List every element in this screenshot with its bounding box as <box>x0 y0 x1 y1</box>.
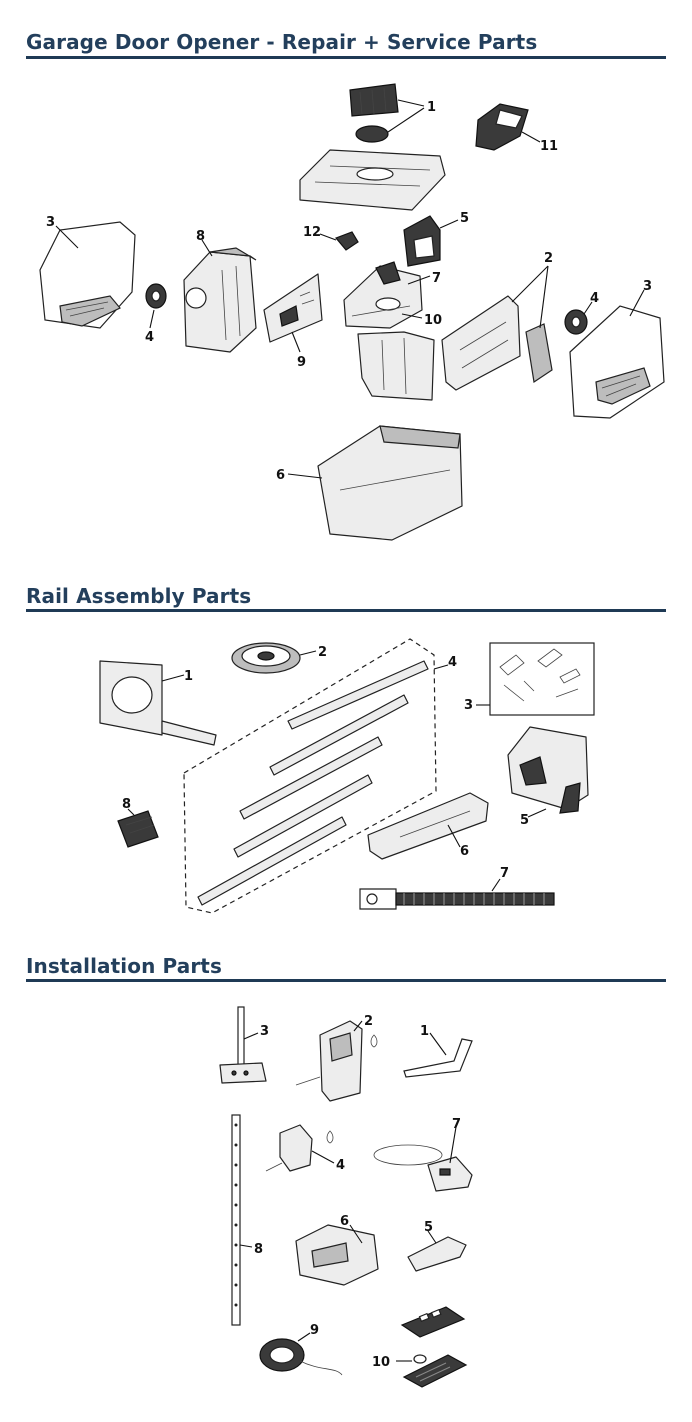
part-6-bottom-cover <box>317 425 463 541</box>
part-3-header-bracket-rod <box>219 1006 267 1084</box>
part-motor-cover <box>357 331 435 401</box>
part-2-side-panels <box>441 295 553 391</box>
part-5-bracket <box>403 215 441 267</box>
part-4-right-socket <box>564 309 588 335</box>
part-3-hardware <box>499 648 581 702</box>
callout-9: 9 <box>297 355 306 370</box>
callout-11: 11 <box>540 139 558 154</box>
part-7-drive-assembly <box>343 261 423 329</box>
part-1-header-bracket <box>99 660 217 746</box>
callout-6: 6 <box>460 844 469 859</box>
part-8-sprocket <box>117 810 159 848</box>
callout-6: 6 <box>276 468 285 483</box>
callout-10: 10 <box>372 1355 390 1370</box>
part-11-trolley <box>475 103 529 151</box>
callout-7: 7 <box>452 1117 461 1132</box>
callout-4: 4 <box>448 655 457 670</box>
callout-4: 4 <box>336 1158 345 1173</box>
section-divider <box>26 56 666 59</box>
callout-7: 7 <box>500 866 509 881</box>
part-2-pulley <box>231 642 301 674</box>
part-5-trolley <box>507 726 589 814</box>
part-7-belt <box>359 888 555 910</box>
section-title-installation-parts: Installation Parts <box>26 954 222 978</box>
callout-3-right: 3 <box>643 279 652 294</box>
callout-2: 2 <box>364 1014 373 1029</box>
callout-1: 1 <box>420 1024 429 1039</box>
callout-3: 3 <box>260 1024 269 1039</box>
callout-5: 5 <box>520 813 529 828</box>
part-8-motor <box>183 247 257 353</box>
callout-2: 2 <box>544 251 553 266</box>
part-chassis-plate <box>299 149 446 211</box>
section-divider <box>26 979 666 982</box>
part-6-bracket <box>295 1224 379 1286</box>
rail-assembly-diagram: 2 1 4 3 8 5 <box>0 625 692 925</box>
callout-5: 5 <box>424 1220 433 1235</box>
callout-8: 8 <box>122 797 131 812</box>
part-4-left-socket <box>145 283 167 309</box>
section-title-repair-parts: Garage Door Opener - Repair + Service Pa… <box>26 30 538 54</box>
callout-4-left: 4 <box>145 330 154 345</box>
callout-1: 1 <box>184 669 193 684</box>
section-title-rail-assembly: Rail Assembly Parts <box>26 584 252 608</box>
callout-10: 10 <box>424 313 442 328</box>
callout-8: 8 <box>196 229 205 244</box>
part-7-wall-control <box>373 1144 473 1192</box>
part-3-left-cover <box>39 221 136 329</box>
callout-6: 6 <box>340 1214 349 1229</box>
callout-9: 9 <box>310 1323 319 1338</box>
callout-5: 5 <box>460 211 469 226</box>
part-3-hardware-box <box>489 642 595 716</box>
rail-sections-outline <box>183 638 437 914</box>
part-2-door-bracket <box>295 1020 378 1102</box>
repair-parts-diagram: 1 11 3 8 4 12 5 <box>0 70 692 560</box>
part-9-logic-board <box>263 273 323 343</box>
callout-12: 12 <box>303 225 321 240</box>
part-5-safety-sensor <box>407 1236 467 1272</box>
callout-3-left: 3 <box>46 215 55 230</box>
part-6-inner-trolley <box>367 792 489 860</box>
callout-1: 1 <box>427 100 436 115</box>
callout-8: 8 <box>254 1242 263 1257</box>
part-9-wire-coil <box>259 1338 343 1376</box>
part-8-strap <box>231 1114 241 1326</box>
callout-4-right: 4 <box>590 291 599 306</box>
part-4-wall-bracket <box>265 1124 334 1172</box>
part-1-gear <box>349 83 399 143</box>
part-12-sensor <box>334 231 359 251</box>
callout-7: 7 <box>432 271 441 286</box>
part-3-right-cover <box>569 305 665 419</box>
part-10-remotes <box>400 1306 468 1388</box>
part-1-door-arm <box>403 1038 473 1078</box>
callout-3: 3 <box>464 698 473 713</box>
installation-parts-diagram: 3 2 1 8 4 7 6 <box>0 995 692 1415</box>
callout-2: 2 <box>318 645 327 660</box>
section-divider <box>26 609 666 612</box>
part-4-rail-sections <box>197 660 429 906</box>
